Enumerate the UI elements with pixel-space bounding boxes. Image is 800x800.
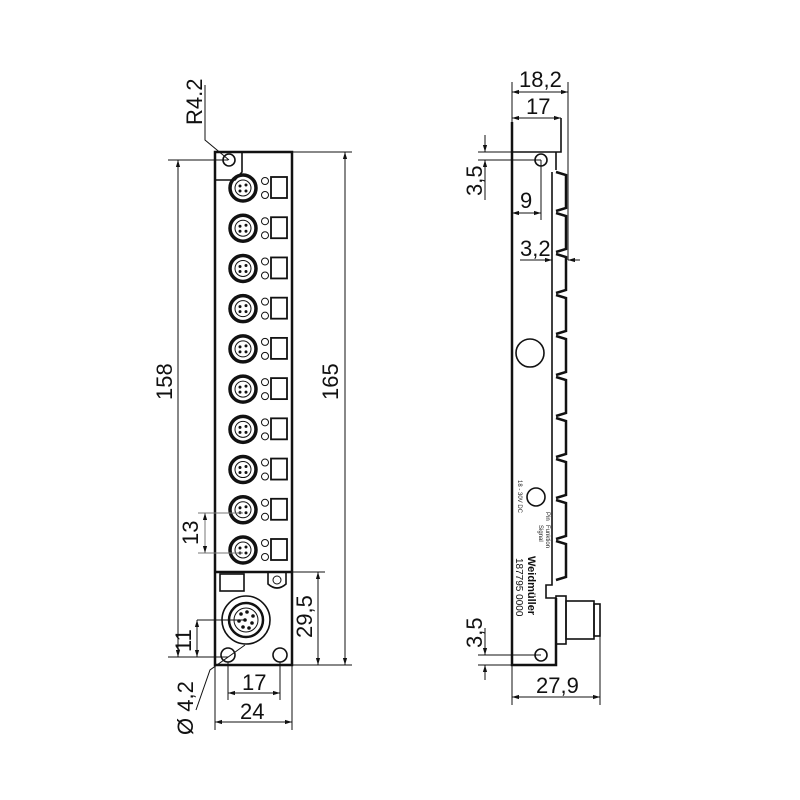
dim-3-5-top: 3,5 bbox=[462, 165, 487, 196]
front-view: 158 165 29,5 13 11 R4.2 Ø 4,2 17 24 bbox=[152, 79, 352, 735]
dim-27-9: 27,9 bbox=[536, 673, 579, 698]
led-indicator bbox=[261, 231, 269, 240]
label-slot bbox=[270, 216, 288, 240]
dim-diameter-4-2: Ø 4,2 bbox=[173, 681, 198, 735]
side-rib bbox=[555, 170, 568, 213]
led-indicator bbox=[261, 311, 269, 320]
dim-3-2: 3,2 bbox=[520, 236, 551, 261]
m8-port bbox=[228, 535, 288, 565]
side-rib bbox=[555, 211, 568, 254]
dim-13: 13 bbox=[178, 521, 203, 545]
label-slot bbox=[270, 296, 288, 320]
side-rib bbox=[555, 416, 568, 459]
side-ribs bbox=[555, 170, 568, 582]
led-indicator bbox=[261, 472, 269, 481]
led-indicator bbox=[261, 539, 269, 547]
side-rib bbox=[555, 334, 568, 377]
led-indicator bbox=[261, 458, 269, 467]
led-indicator bbox=[261, 498, 269, 507]
led-indicator bbox=[261, 512, 269, 521]
label-slot bbox=[270, 256, 288, 280]
side-inner-edge bbox=[545, 172, 556, 599]
label-slot bbox=[270, 538, 288, 561]
dim-158: 158 bbox=[152, 363, 177, 400]
m8-port bbox=[228, 253, 288, 284]
m8-port bbox=[228, 293, 288, 324]
side-rib bbox=[555, 252, 568, 295]
led-indicator bbox=[261, 432, 269, 441]
label-slot bbox=[270, 377, 288, 401]
dim-11: 11 bbox=[171, 629, 196, 652]
m8-port bbox=[228, 495, 288, 525]
label-slot bbox=[270, 497, 288, 521]
label-slot bbox=[270, 336, 288, 360]
label-slot bbox=[270, 176, 288, 199]
mounting-hole-bottom-left bbox=[220, 647, 236, 663]
label-slot bbox=[270, 457, 288, 481]
m8-port bbox=[228, 414, 288, 445]
led-indicator bbox=[261, 378, 269, 387]
side-top bbox=[512, 118, 562, 170]
dim-24: 24 bbox=[240, 699, 264, 724]
led-indicator bbox=[261, 392, 269, 401]
led-indicator bbox=[261, 418, 269, 427]
side-brand: Weidmüller bbox=[525, 556, 537, 616]
label-slot bbox=[270, 417, 288, 441]
m8-ports bbox=[228, 173, 288, 565]
side-part-number: 187795 0000 bbox=[513, 558, 524, 617]
dim-29-5: 29,5 bbox=[292, 595, 317, 638]
led-indicator bbox=[261, 191, 269, 199]
side-label-pinout bbox=[515, 338, 546, 507]
led-indicator bbox=[261, 257, 269, 266]
dim-r4-2: R4.2 bbox=[182, 79, 207, 125]
led-indicator bbox=[261, 351, 269, 360]
side-rib bbox=[555, 375, 568, 418]
led-indicator bbox=[261, 177, 269, 185]
dim-18-2: 18,2 bbox=[519, 67, 562, 92]
dim-3-5-bottom: 3,5 bbox=[462, 617, 487, 648]
led-indicator bbox=[261, 553, 269, 561]
m12-connector bbox=[221, 595, 271, 645]
side-rib bbox=[555, 457, 568, 500]
small-lug bbox=[267, 573, 287, 589]
side-m12-connector bbox=[555, 595, 601, 645]
m8-port bbox=[228, 334, 288, 364]
dim-17-side: 17 bbox=[526, 94, 550, 119]
label-window bbox=[219, 573, 245, 592]
dim-9: 9 bbox=[520, 188, 532, 213]
side-function-header: Funktion bbox=[544, 525, 550, 548]
side-rib bbox=[555, 293, 568, 336]
m8-port bbox=[228, 454, 288, 485]
m8-port bbox=[228, 213, 288, 243]
side-signal: Signal bbox=[537, 525, 543, 542]
side-rib bbox=[555, 539, 568, 582]
side-rib bbox=[555, 498, 568, 541]
dim-165: 165 bbox=[318, 363, 343, 400]
small-hole bbox=[272, 575, 282, 585]
side-view: 187795 0000 Weidmüller 18 - 30V DC Pin F… bbox=[462, 67, 601, 705]
led-indicator bbox=[261, 297, 269, 306]
side-pin-header: Pin bbox=[544, 512, 550, 521]
side-voltage: 18 - 30V DC bbox=[516, 480, 522, 514]
led-indicator bbox=[261, 271, 269, 280]
m8-port bbox=[228, 173, 288, 203]
led-indicator bbox=[261, 337, 269, 346]
m8-port bbox=[228, 374, 288, 404]
led-indicator bbox=[261, 217, 269, 226]
mounting-hole-bottom-right bbox=[272, 647, 288, 663]
dim-17-front: 17 bbox=[242, 670, 266, 695]
